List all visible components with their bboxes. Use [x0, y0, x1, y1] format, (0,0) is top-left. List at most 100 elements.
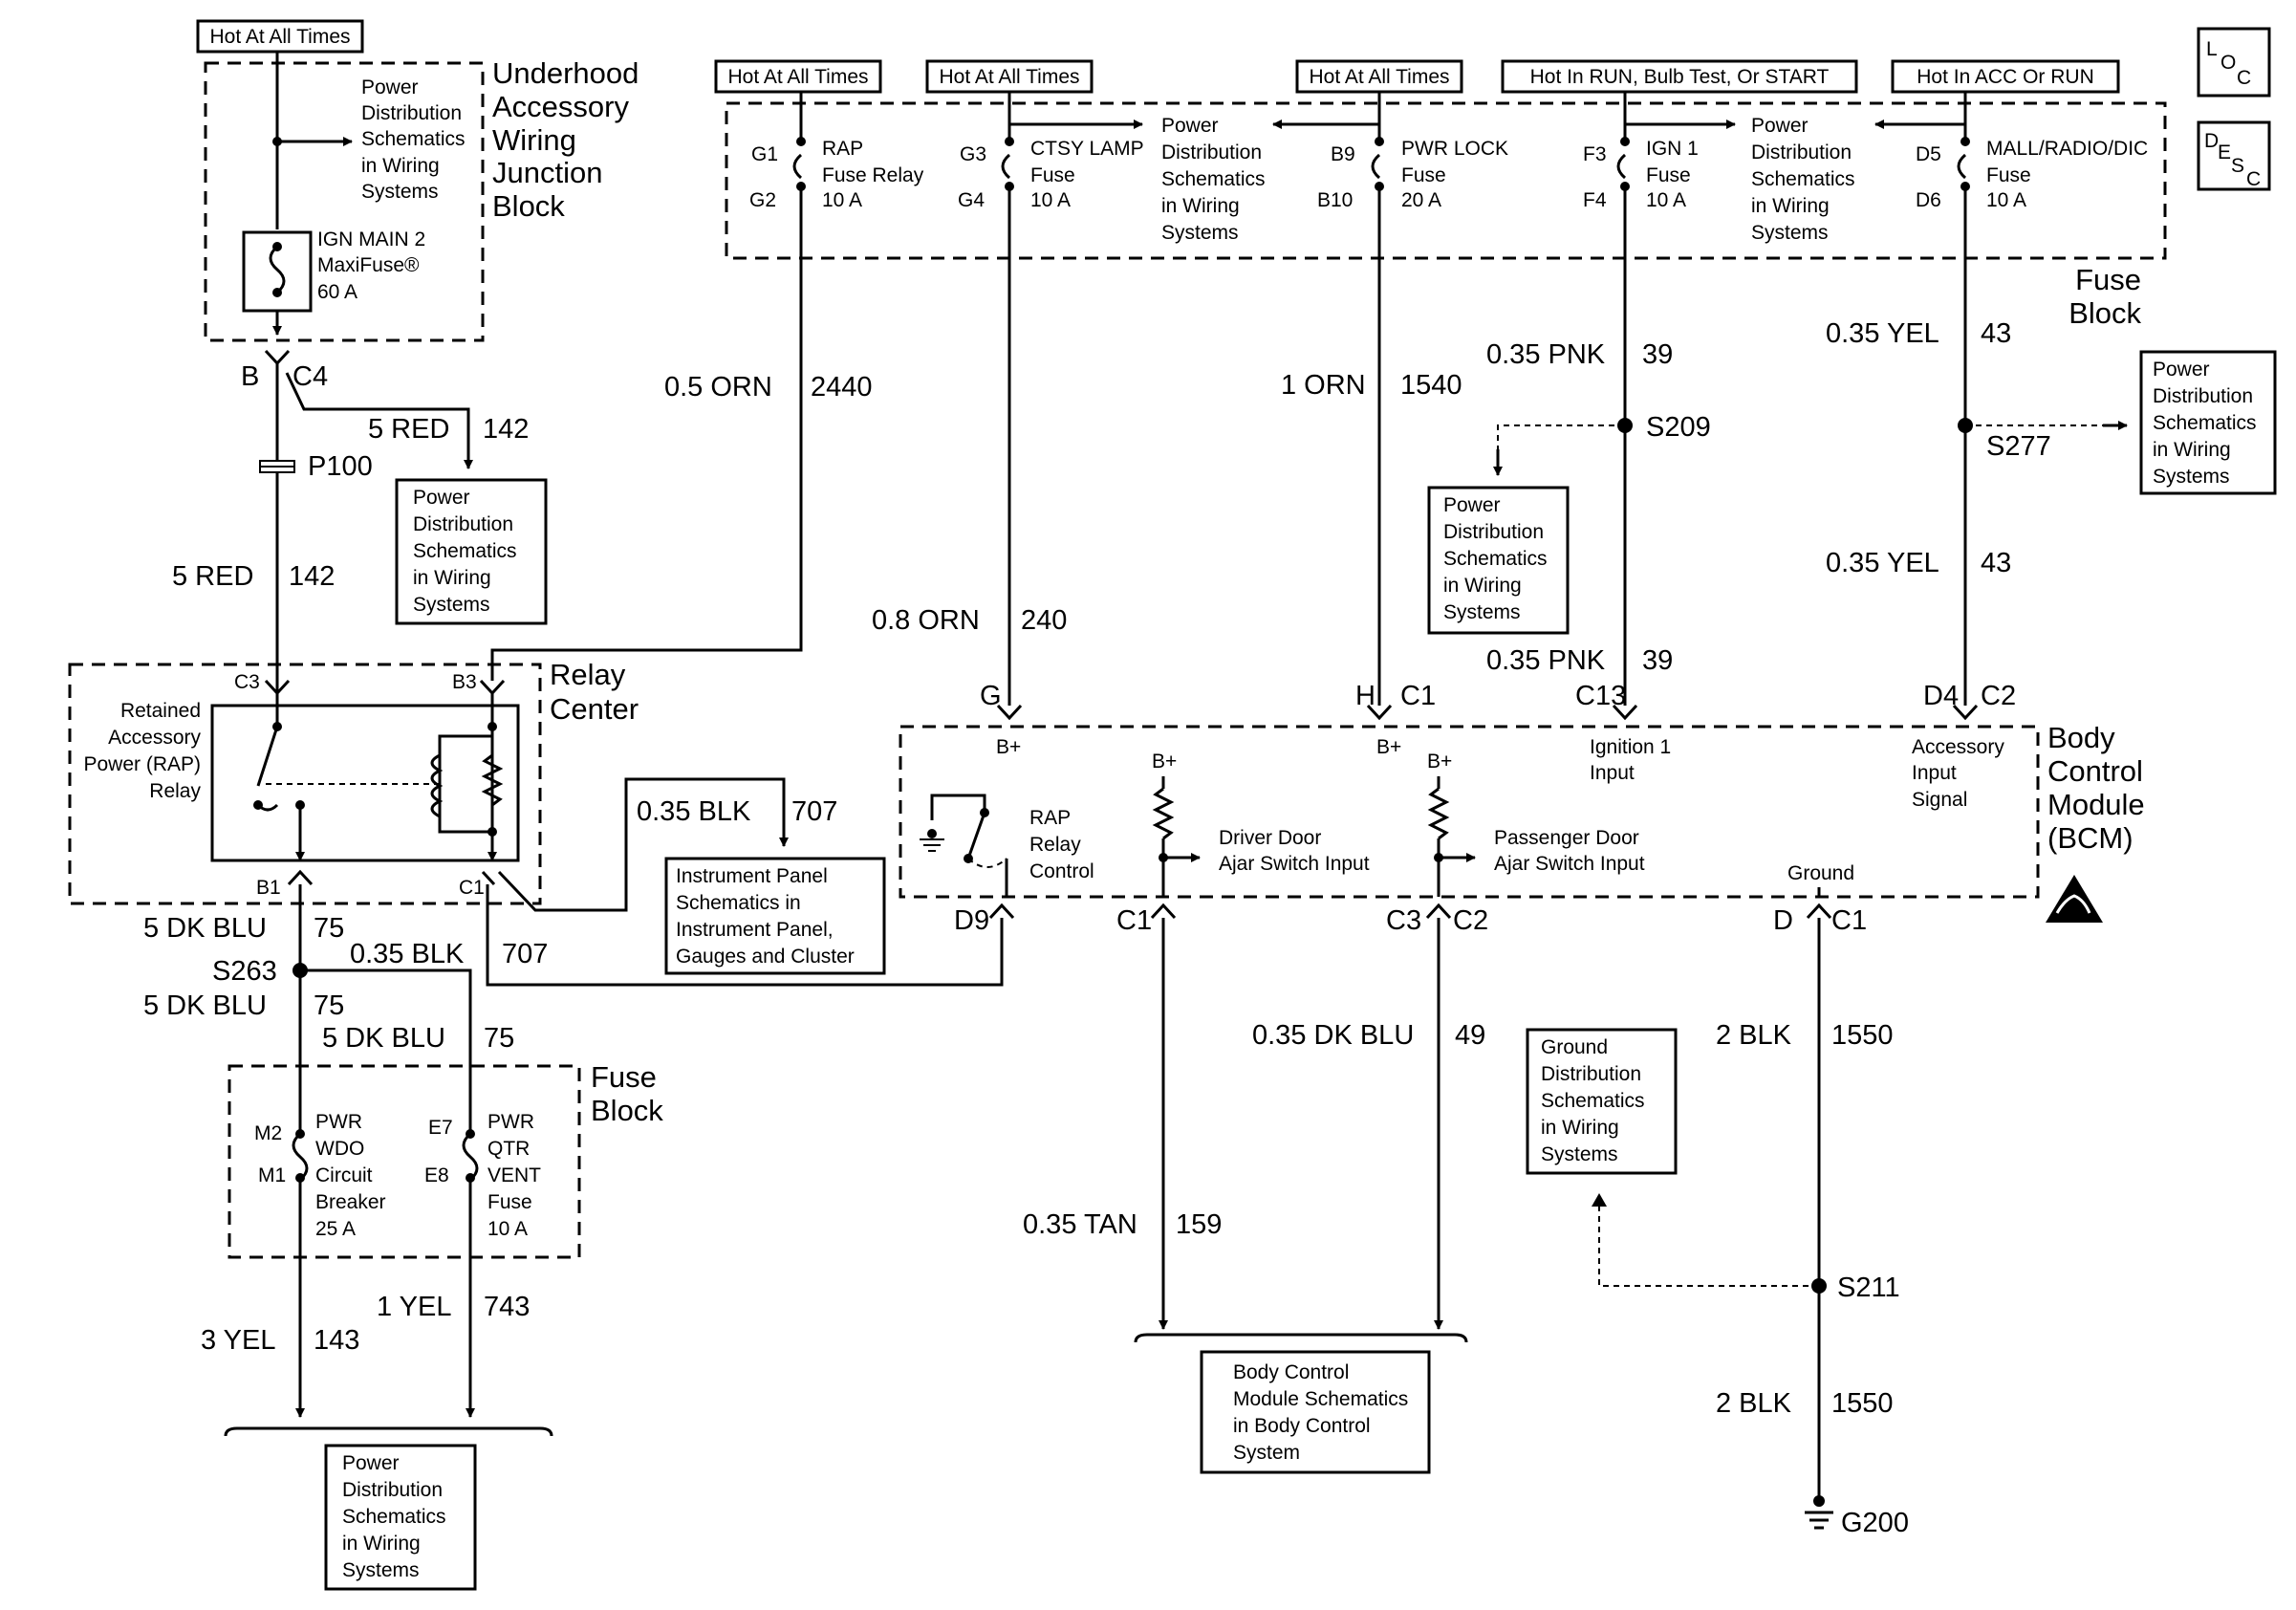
svg-text:Distribution: Distribution	[2153, 385, 2253, 407]
svg-text:Body Control: Body Control	[1233, 1361, 1349, 1383]
svg-text:5 RED: 5 RED	[172, 561, 253, 592]
svg-text:PWR: PWR	[315, 1111, 362, 1133]
svg-text:Wiring: Wiring	[492, 123, 576, 157]
wire-blk-1550: 2 BLK 1550 2 BLK 1550	[1592, 918, 1894, 1496]
svg-text:Block: Block	[591, 1094, 663, 1127]
desc-icon[interactable]: D E S C	[2197, 120, 2271, 191]
svg-text:0.35 YEL: 0.35 YEL	[1826, 318, 1939, 349]
hot-label-acc: Hot In ACC Or RUN	[1891, 59, 2120, 94]
fuse-block-bottom: Fuse Block M2 M1 PWR WDO Circuit Breaker…	[227, 1060, 663, 1259]
bcm-connectors-bottom: D9 C1 C3 C2 D C1	[954, 903, 1867, 936]
wire-yel-43: 0.35 YEL 43 0.35 YEL 43	[1826, 186, 2128, 706]
svg-text:5 DK BLU: 5 DK BLU	[322, 1023, 445, 1054]
ref-power-distribution-1[interactable]: Power Distribution Schematics in Wiring …	[395, 478, 548, 625]
svg-text:Fuse: Fuse	[591, 1060, 657, 1094]
ref-power-distribution-s277[interactable]: Power Distribution Schematics in Wiring …	[2139, 350, 2277, 495]
svg-text:5 RED: 5 RED	[368, 414, 449, 445]
ref-power-distribution-s209[interactable]: Power Distribution Schematics in Wiring …	[1427, 486, 1570, 635]
svg-text:C3: C3	[1386, 905, 1421, 936]
svg-text:S209: S209	[1646, 412, 1711, 443]
svg-text:in Wiring: in Wiring	[1541, 1117, 1619, 1139]
hot-label-ctsy: Hot At All Times	[925, 59, 1094, 94]
svg-text:1550: 1550	[1831, 1020, 1894, 1051]
svg-text:Schematics: Schematics	[361, 128, 466, 150]
svg-text:MALL/RADIO/DIC: MALL/RADIO/DIC	[1986, 138, 2148, 160]
svg-text:C1: C1	[1116, 905, 1152, 936]
svg-text:Schematics: Schematics	[413, 540, 517, 562]
svg-text:Fuse: Fuse	[1401, 164, 1446, 186]
svg-text:H: H	[1355, 681, 1375, 711]
svg-text:Ground: Ground	[1541, 1036, 1608, 1058]
svg-text:1540: 1540	[1400, 370, 1462, 401]
svg-text:Accessory: Accessory	[108, 727, 201, 749]
ref-instrument-panel[interactable]: Instrument Panel Schematics in Instrumen…	[664, 857, 886, 975]
wire-orn-1540: 1 ORN 1540	[1281, 186, 1462, 706]
svg-text:PWR: PWR	[487, 1111, 534, 1133]
svg-text:Control: Control	[2047, 754, 2143, 788]
svg-text:D5: D5	[1916, 143, 1941, 165]
svg-text:Relay: Relay	[149, 780, 201, 802]
svg-text:75: 75	[484, 1023, 514, 1054]
svg-text:25 A: 25 A	[315, 1218, 356, 1240]
svg-text:Underhood: Underhood	[492, 56, 639, 90]
ref-bcm-schematics[interactable]: Body Control Module Schematics in Body C…	[1200, 1350, 1431, 1474]
svg-text:Instrument Panel: Instrument Panel	[676, 865, 828, 887]
svg-text:707: 707	[791, 796, 837, 827]
ref-power-distribution-bottom[interactable]: Power Distribution Schematics in Wiring …	[324, 1444, 477, 1591]
svg-text:707: 707	[502, 939, 548, 969]
svg-text:Hot At All Times: Hot At All Times	[727, 66, 868, 88]
fuse-block-top: Fuse Block	[725, 101, 2167, 330]
svg-text:10 A: 10 A	[487, 1218, 528, 1240]
svg-text:E8: E8	[424, 1164, 449, 1186]
svg-text:1550: 1550	[1831, 1388, 1894, 1419]
ground-g200: G200	[1805, 1495, 1909, 1538]
ref-ground-distribution[interactable]: Ground Distribution Schematics in Wiring…	[1526, 1028, 1678, 1175]
svg-text:PWR LOCK: PWR LOCK	[1401, 138, 1508, 160]
wire-red-142-b: 5 RED 142	[172, 561, 335, 592]
svg-text:Ajar Switch Input: Ajar Switch Input	[1219, 853, 1370, 875]
svg-text:Schematics in: Schematics in	[676, 892, 801, 914]
svg-text:Distribution: Distribution	[1161, 141, 1262, 163]
svg-text:Gauges and Cluster: Gauges and Cluster	[676, 946, 855, 968]
svg-text:Systems: Systems	[1443, 601, 1521, 623]
svg-text:43: 43	[1981, 548, 2011, 578]
loc-icon[interactable]: L O C	[2197, 27, 2271, 98]
svg-text:Circuit: Circuit	[315, 1164, 373, 1186]
svg-text:Instrument Panel,: Instrument Panel,	[676, 919, 834, 941]
svg-text:G3: G3	[960, 143, 986, 165]
svg-text:5 DK BLU: 5 DK BLU	[143, 913, 267, 944]
svg-text:39: 39	[1642, 645, 1673, 676]
svg-text:Block: Block	[492, 189, 565, 223]
svg-text:C: C	[2246, 168, 2261, 190]
svg-text:S: S	[2231, 155, 2244, 177]
svg-text:0.5 ORN: 0.5 ORN	[664, 372, 772, 402]
ref-power-inside-fuseblock-1: Power Distribution Schematics in Wiring …	[1161, 115, 1266, 244]
svg-text:Systems: Systems	[413, 594, 490, 616]
svg-text:VENT: VENT	[487, 1164, 541, 1186]
svg-text:in Wiring: in Wiring	[361, 155, 440, 177]
svg-text:G1: G1	[751, 143, 778, 165]
svg-text:D9: D9	[954, 905, 989, 936]
svg-text:5 DK BLU: 5 DK BLU	[143, 990, 267, 1021]
svg-text:B10: B10	[1317, 189, 1353, 211]
svg-text:RAP: RAP	[822, 138, 863, 160]
svg-text:Body: Body	[2047, 721, 2115, 754]
svg-text:Driver Door: Driver Door	[1219, 827, 1321, 849]
svg-text:743: 743	[484, 1292, 530, 1322]
svg-text:0.35 PNK: 0.35 PNK	[1486, 645, 1606, 676]
svg-text:Hot At All Times: Hot At All Times	[1309, 66, 1449, 88]
svg-text:10 A: 10 A	[1030, 189, 1071, 211]
svg-text:System: System	[1233, 1442, 1300, 1464]
svg-text:Signal: Signal	[1912, 789, 1967, 811]
svg-text:142: 142	[483, 414, 529, 445]
relay-center: Relay Center C3 B3 Retained Accessory Po…	[68, 658, 639, 905]
svg-text:C3: C3	[234, 671, 260, 693]
svg-text:L: L	[2206, 38, 2218, 60]
connector-p100: P100	[259, 451, 373, 482]
svg-text:Fuse: Fuse	[1646, 164, 1691, 186]
svg-text:in Wiring: in Wiring	[1161, 195, 1240, 217]
svg-text:B9: B9	[1331, 143, 1355, 165]
svg-text:Fuse: Fuse	[487, 1191, 532, 1213]
wire-tan-159: 0.35 TAN 159	[1023, 918, 1222, 1330]
